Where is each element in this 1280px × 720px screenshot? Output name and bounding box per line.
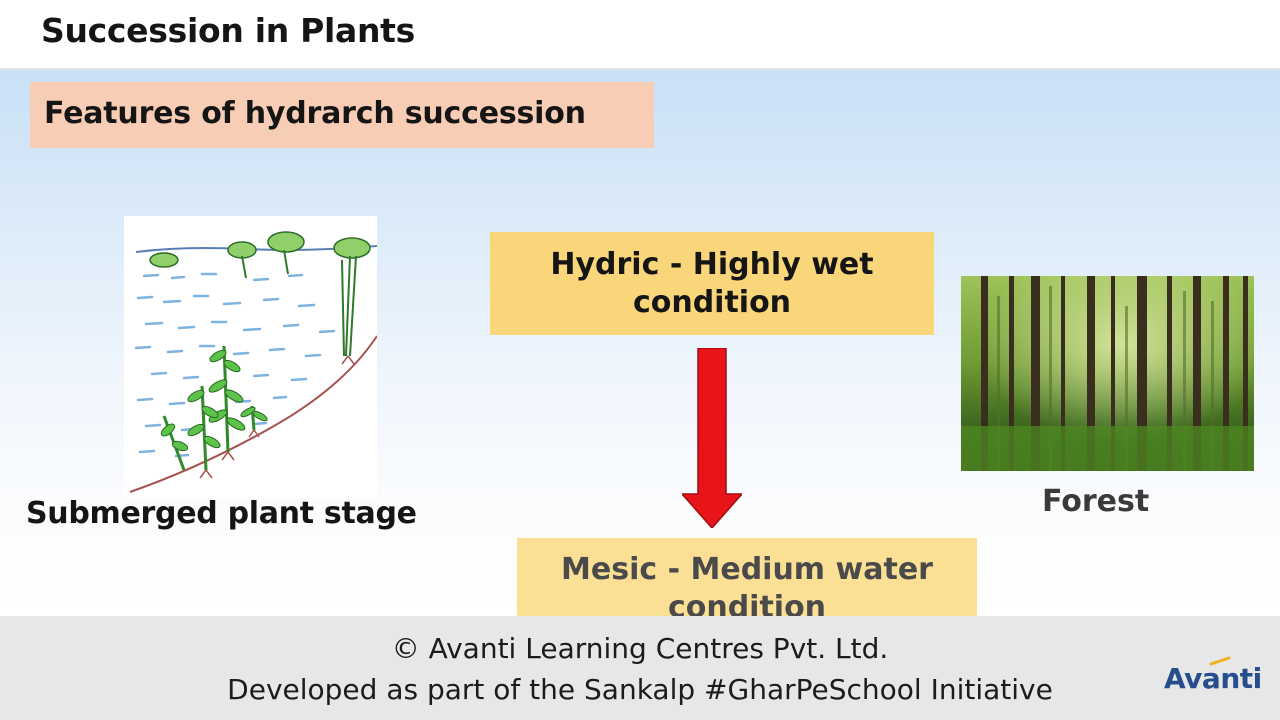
mesic-condition-box: Mesic - Medium water condition — [517, 538, 977, 616]
initiative-text: Developed as part of the Sankalp #GharPe… — [227, 673, 1053, 706]
submerged-plant-illustration — [124, 216, 377, 498]
forest-caption: Forest — [1042, 484, 1150, 519]
forest-photo — [961, 276, 1254, 471]
down-arrow-icon — [682, 348, 742, 528]
slide-subtitle: Features of hydrarch succession — [44, 96, 586, 131]
hydric-condition-box: Hydric - Highly wet condition — [490, 232, 934, 335]
footer-bar: © Avanti Learning Centres Pvt. Ltd. Deve… — [0, 616, 1280, 720]
slide-canvas: Features of hydrarch succession — [0, 70, 1280, 616]
submerged-stage-caption: Submerged plant stage — [26, 496, 417, 531]
avanti-logo: Avanti — [1164, 662, 1262, 695]
copyright-text: © Avanti Learning Centres Pvt. Ltd. — [391, 632, 889, 665]
mesic-condition-label: Mesic - Medium water condition — [561, 552, 933, 616]
subtitle-box: Features of hydrarch succession — [30, 82, 654, 148]
title-bar: Succession in Plants — [0, 0, 1280, 70]
slide-title: Succession in Plants — [41, 11, 415, 50]
avanti-logo-mark-icon — [1209, 656, 1231, 666]
hydric-condition-label: Hydric - Highly wet condition — [550, 247, 874, 320]
